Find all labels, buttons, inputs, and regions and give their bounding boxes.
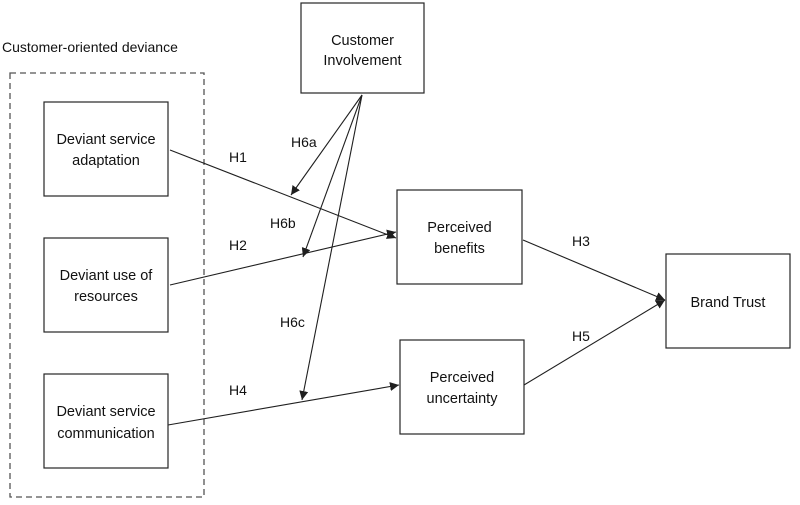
edge-h5 — [523, 299, 666, 386]
edge-h6b — [301, 94, 363, 258]
label-h1: H1 — [229, 149, 247, 165]
svg-text:Deviant service: Deviant service — [56, 404, 155, 420]
label-h3: H3 — [572, 233, 590, 249]
svg-text:adaptation: adaptation — [72, 153, 140, 169]
node-perceived-uncertainty: Perceived uncertainty — [399, 339, 525, 435]
svg-text:Perceived: Perceived — [430, 370, 494, 386]
edge-h6c — [299, 94, 363, 401]
node-deviant-service-communication: Deviant service communication — [43, 373, 169, 469]
svg-text:Deviant service: Deviant service — [56, 132, 155, 148]
svg-text:Customer: Customer — [331, 33, 394, 49]
label-h6a: H6a — [291, 134, 317, 150]
group-label: Customer-oriented deviance — [2, 39, 178, 55]
label-h4: H4 — [229, 382, 247, 398]
edge-h4 — [167, 382, 400, 426]
node-deviant-service-adaptation: Deviant service adaptation — [43, 101, 169, 197]
label-h2: H2 — [229, 237, 247, 253]
svg-text:benefits: benefits — [434, 241, 485, 257]
svg-text:uncertainty: uncertainty — [427, 391, 499, 407]
node-deviant-use-of-resources: Deviant use of resources — [43, 237, 169, 333]
label-h6b: H6b — [270, 215, 296, 231]
svg-text:Brand Trust: Brand Trust — [691, 295, 766, 311]
customer-oriented-deviance-group — [9, 72, 205, 498]
label-h5: H5 — [572, 328, 590, 344]
label-h6c: H6c — [280, 314, 305, 330]
edge-h6a — [290, 94, 363, 196]
svg-text:Deviant use of: Deviant use of — [60, 268, 154, 284]
svg-text:resources: resources — [74, 289, 138, 305]
svg-text:Perceived: Perceived — [427, 220, 491, 236]
edge-h3 — [522, 239, 666, 301]
node-customer-involvement: Customer Involvement — [300, 2, 425, 94]
node-brand-trust: Brand Trust — [665, 253, 791, 349]
node-perceived-benefits: Perceived benefits — [396, 189, 523, 285]
svg-text:communication: communication — [57, 426, 155, 442]
edge-h1 — [169, 149, 397, 239]
edge-h2 — [169, 229, 397, 286]
svg-text:Involvement: Involvement — [323, 53, 401, 69]
